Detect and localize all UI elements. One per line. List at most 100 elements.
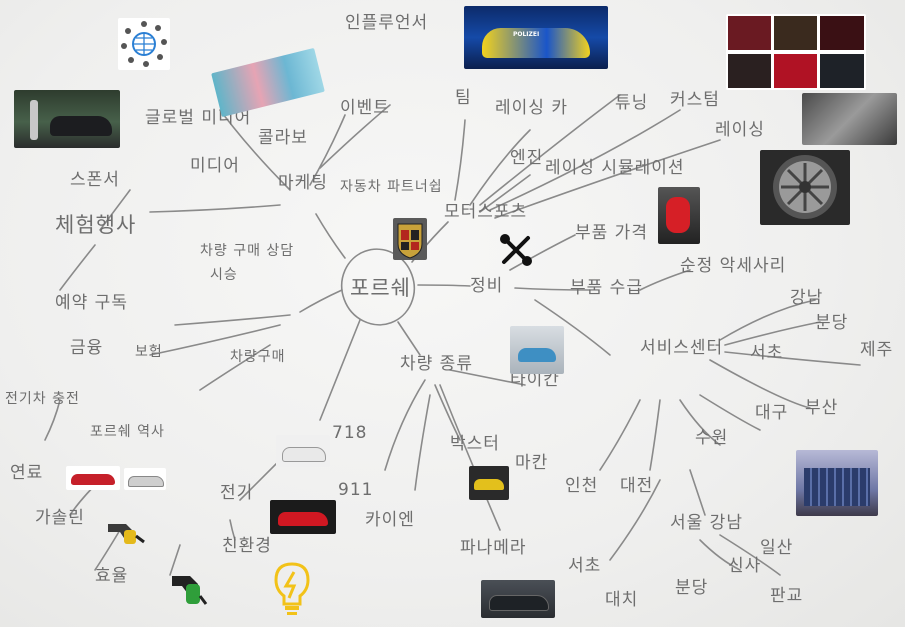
label-boxster: 박스터 [450, 434, 500, 454]
label-ev-charge: 전기차 충전 [5, 391, 80, 407]
branch-purchase: 차량 구매 상담 [200, 243, 295, 259]
ev-charger-icon [166, 568, 208, 610]
label-test-drive: 시승 [210, 267, 238, 283]
branch-marketing: 마케팅 [278, 173, 328, 193]
branch-purchase-label: 차량구매 [230, 349, 286, 365]
label-ilsan: 일산 [760, 538, 794, 558]
label-team: 팀 [455, 88, 472, 108]
line-marketing-l [149, 204, 281, 213]
line-maint-parts [509, 234, 576, 271]
branch-service-center: 서비스센터 [640, 338, 724, 358]
label-seocho2: 서초 [568, 556, 602, 576]
label-incheon: 인천 [565, 476, 599, 496]
label-parts-price: 부품 가격 [575, 223, 648, 243]
label-gangnam: 강남 [790, 288, 824, 308]
line-left-3 [44, 399, 61, 441]
label-bundang: 분당 [815, 313, 849, 333]
center-ellipse [340, 248, 416, 326]
line-left-1 [99, 189, 131, 231]
label-collab: 콜라보 [258, 128, 308, 148]
line-marketing-tl [219, 109, 291, 191]
line-left-2 [59, 244, 96, 291]
line-center-driving [319, 319, 361, 421]
line-moto-sim [494, 139, 721, 219]
label-bundang2: 분당 [675, 578, 709, 598]
label-panamera: 파나메라 [460, 538, 527, 558]
line-purchase-1 [174, 314, 291, 326]
label-jeju: 제주 [860, 340, 894, 360]
label-busan: 부산 [805, 398, 839, 418]
label-media: 미디어 [190, 156, 240, 176]
branch-motorsport: 모터스포츠 [444, 202, 528, 222]
line-maint-supply [514, 287, 591, 291]
label-efficiency: 효율 [95, 566, 129, 586]
label-insurance: 보험 [135, 344, 163, 360]
center-label: 포르쉐 [350, 276, 411, 300]
line-models-5 [449, 369, 526, 386]
line-left-5 [94, 529, 121, 571]
label-tuning: 튜닝 [615, 93, 649, 113]
label-eco: 친환경 [222, 536, 272, 556]
line-center-maintenance [417, 284, 471, 287]
wheel-photo [760, 150, 850, 225]
line-moto-custom [489, 109, 681, 211]
line-left-6 [169, 544, 181, 576]
line-models-2 [434, 384, 461, 441]
label-influencer: 인플루언서 [345, 13, 429, 33]
label-racing-car: 레이싱 카 [495, 98, 568, 118]
label-genuine-acc: 순정 악세사리 [680, 256, 787, 276]
label-sinsa: 신사 [728, 556, 762, 576]
taycan-photo [510, 326, 564, 374]
label-ev: 전기 [220, 483, 254, 503]
service-center-building-photo [796, 450, 878, 516]
classic-911-red-photo [66, 466, 120, 490]
label-seocho: 서초 [750, 343, 784, 363]
police-text: POLIZEI [512, 31, 540, 39]
label-sponsor: 스폰서 [70, 170, 120, 190]
line-center-b1 [599, 399, 641, 471]
label-911: 911 [338, 480, 374, 500]
roll-cage-photo [802, 93, 897, 145]
line-suwon-b1 [689, 469, 706, 516]
label-porsche-history: 포르쉐 역사 [90, 424, 165, 440]
line-center-r4 [709, 359, 811, 409]
line-maint-center [534, 299, 611, 356]
label-gas: 가솔린 [35, 508, 85, 528]
line-center-models [397, 321, 421, 356]
label-finance: 금융 [70, 338, 104, 358]
boxster-photo [469, 466, 509, 500]
line-purchase-2 [149, 324, 281, 356]
label-daejeon: 대전 [620, 476, 654, 496]
line-center-r2 [724, 321, 821, 346]
line-center-r3 [724, 351, 861, 366]
label-racing: 레이싱 [715, 120, 765, 140]
brake-caliper-photo [658, 187, 700, 244]
racing-car-grid-photo [726, 14, 866, 90]
label-macan: 마칸 [515, 453, 549, 473]
line-maint-acc [639, 269, 691, 291]
label-experience: 체험행사 [55, 213, 137, 237]
fuel-nozzle-icon [104, 518, 148, 550]
panamera-photo [481, 580, 555, 618]
label-seoul-gangnam: 서울 강남 [670, 513, 743, 533]
911-photo [270, 500, 336, 534]
line-marketing-r [319, 104, 391, 169]
branch-models: 차량 종류 [400, 354, 473, 374]
line-marketing-t [309, 114, 346, 186]
label-718: 718 [332, 423, 368, 443]
globe-network-icon [118, 18, 170, 70]
label-daegu: 대구 [755, 403, 789, 423]
line-center-marketing [315, 213, 346, 259]
line-models-1 [384, 379, 426, 471]
718-photo [276, 435, 330, 467]
label-parts-supply: 부품 수급 [570, 278, 643, 298]
line-models-4 [414, 394, 431, 491]
line-center-b4 [699, 394, 761, 431]
porsche-crest-icon [393, 218, 427, 260]
label-pangyo: 판교 [770, 586, 804, 606]
label-custom: 커스텀 [670, 90, 720, 110]
lightbulb-icon [270, 560, 314, 618]
branch-maintenance: 정비 [470, 276, 504, 296]
